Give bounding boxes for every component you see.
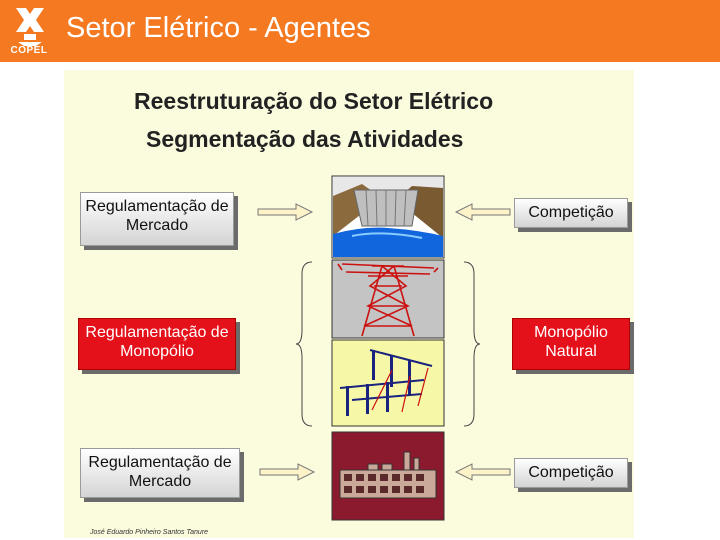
- right-brace: [463, 261, 481, 427]
- slide-title: Reestruturação do Setor Elétrico: [134, 88, 494, 114]
- author-footer: José Eduardo Pinheiro Santos Tanure: [90, 529, 209, 536]
- right-box-label: Competição: [528, 204, 614, 221]
- page-title: Setor Elétrico - Agentes: [66, 12, 371, 44]
- industrial-consumer-image: [331, 431, 445, 521]
- left-box-market-regulation-top: Regulamentação de Mercado: [80, 192, 234, 246]
- slide-panel: Reestruturação do Setor Elétrico Segment…: [64, 70, 634, 538]
- right-box-competition-top: Competição: [514, 198, 628, 228]
- left-brace: [295, 261, 313, 427]
- distribution-poles-image: [331, 339, 445, 427]
- transmission-tower-image: [331, 259, 445, 339]
- arrow-left-bottom: [454, 463, 511, 481]
- arrow-right-bottom: [259, 463, 316, 481]
- header-bar: COPEL Setor Elétrico - Agentes: [0, 0, 720, 62]
- right-box-competition-bottom: Competição: [514, 458, 628, 488]
- dam-generation-image: [331, 175, 445, 259]
- left-box-market-regulation-bottom: Regulamentação de Mercado: [80, 448, 240, 498]
- left-box-label: Regulamentação de Monopólio: [85, 324, 229, 360]
- left-box-monopoly-regulation: Regulamentação de Monopólio: [78, 318, 236, 370]
- logo-text: COPEL: [10, 45, 48, 56]
- copel-logo-icon: [16, 8, 44, 46]
- right-box-label: Competição: [528, 464, 614, 481]
- right-box-natural-monopoly: Monopólio Natural: [512, 318, 630, 370]
- left-box-label: Regulamentação de Mercado: [85, 198, 229, 234]
- arrow-right-top: [257, 203, 314, 221]
- right-box-label: Monopólio Natural: [534, 324, 608, 360]
- arrow-left-top: [454, 203, 511, 221]
- left-box-label: Regulamentação de Mercado: [88, 454, 232, 490]
- slide-subtitle: Segmentação das Atividades: [146, 126, 464, 152]
